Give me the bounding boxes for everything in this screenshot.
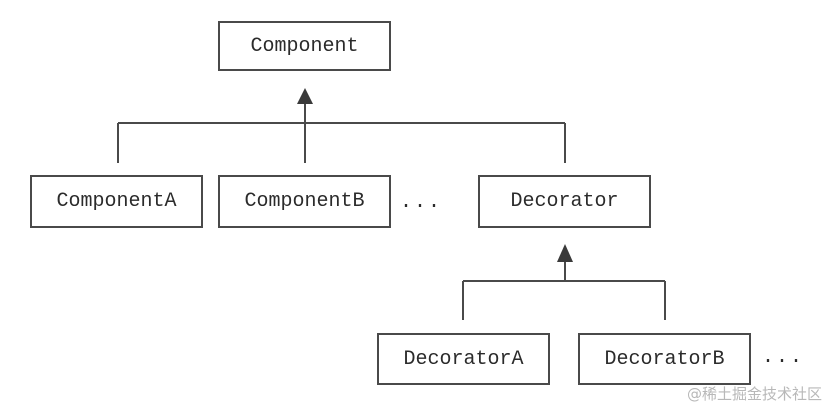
class-label-decorator: Decorator [510, 190, 619, 213]
watermark-text: @稀土掘金技术社区 [686, 385, 822, 403]
class-box-componenta: ComponentA [30, 175, 203, 228]
class-box-decorator: Decorator [478, 175, 651, 228]
class-label-decoratorb: DecoratorB [604, 347, 725, 371]
class-box-decoratorb: DecoratorB [578, 333, 751, 385]
more-components-ellipsis: ... [400, 191, 443, 214]
more-decorators-ellipsis: ... [762, 346, 805, 369]
inheritance-arrowhead-component [297, 88, 313, 104]
class-box-decoratora: DecoratorA [377, 333, 550, 385]
class-label-componentb: ComponentB [244, 190, 365, 213]
class-box-componentb: ComponentB [218, 175, 391, 228]
class-box-component: Component [218, 21, 391, 71]
class-label-decoratora: DecoratorA [403, 347, 524, 371]
inheritance-arrowhead-decorator [557, 244, 573, 262]
class-label-component: Component [250, 34, 359, 58]
class-label-componenta: ComponentA [56, 190, 177, 213]
